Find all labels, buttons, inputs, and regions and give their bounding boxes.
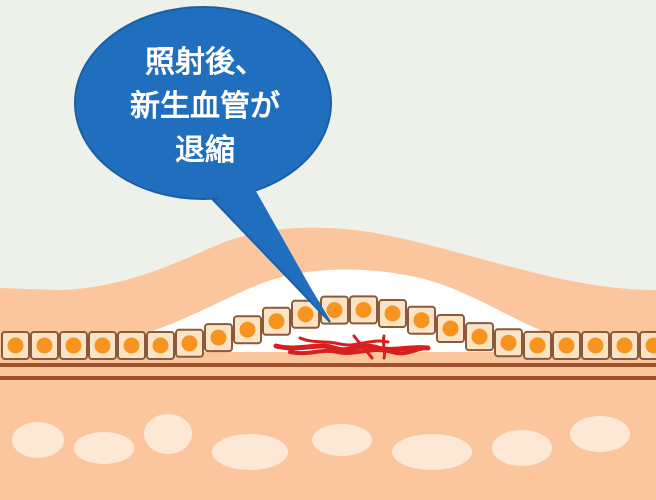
cell-nucleus	[355, 301, 372, 318]
cell-nucleus	[36, 337, 53, 354]
rpe-cell-row	[1, 295, 656, 360]
choroid-ellipses	[12, 414, 630, 470]
cell-nucleus	[471, 328, 488, 345]
regressed-vessel-icon	[273, 334, 431, 360]
bruch-line-upper	[0, 363, 656, 367]
cell-nucleus	[500, 334, 517, 351]
cell-nucleus	[616, 337, 633, 354]
cell-nucleus	[65, 337, 82, 354]
cell-nucleus	[152, 337, 169, 354]
callout-line-1: 照射後、	[145, 46, 265, 79]
cell-nucleus	[7, 337, 24, 354]
cell-nucleus	[384, 305, 401, 322]
cell-nucleus	[558, 337, 575, 354]
bruch-line-lower	[0, 376, 656, 380]
cell-nucleus	[181, 335, 198, 352]
cell-nucleus	[442, 320, 459, 337]
cell-nucleus	[210, 329, 227, 346]
cell-nucleus	[123, 337, 140, 354]
bruch-gap	[0, 367, 656, 376]
cell-nucleus	[413, 312, 430, 329]
callout-line-2: 新生血管が	[130, 89, 280, 123]
cell-nucleus	[94, 337, 111, 354]
cell-nucleus	[645, 337, 656, 354]
cell-nucleus	[297, 306, 314, 323]
cell-nucleus	[326, 302, 343, 319]
callout-line-3: 退縮	[175, 134, 235, 167]
speech-bubble-icon	[74, 6, 332, 323]
cell-nucleus	[587, 337, 604, 354]
cell-nucleus	[239, 321, 256, 338]
cell-nucleus	[529, 337, 546, 354]
cell-nucleus	[268, 313, 285, 330]
